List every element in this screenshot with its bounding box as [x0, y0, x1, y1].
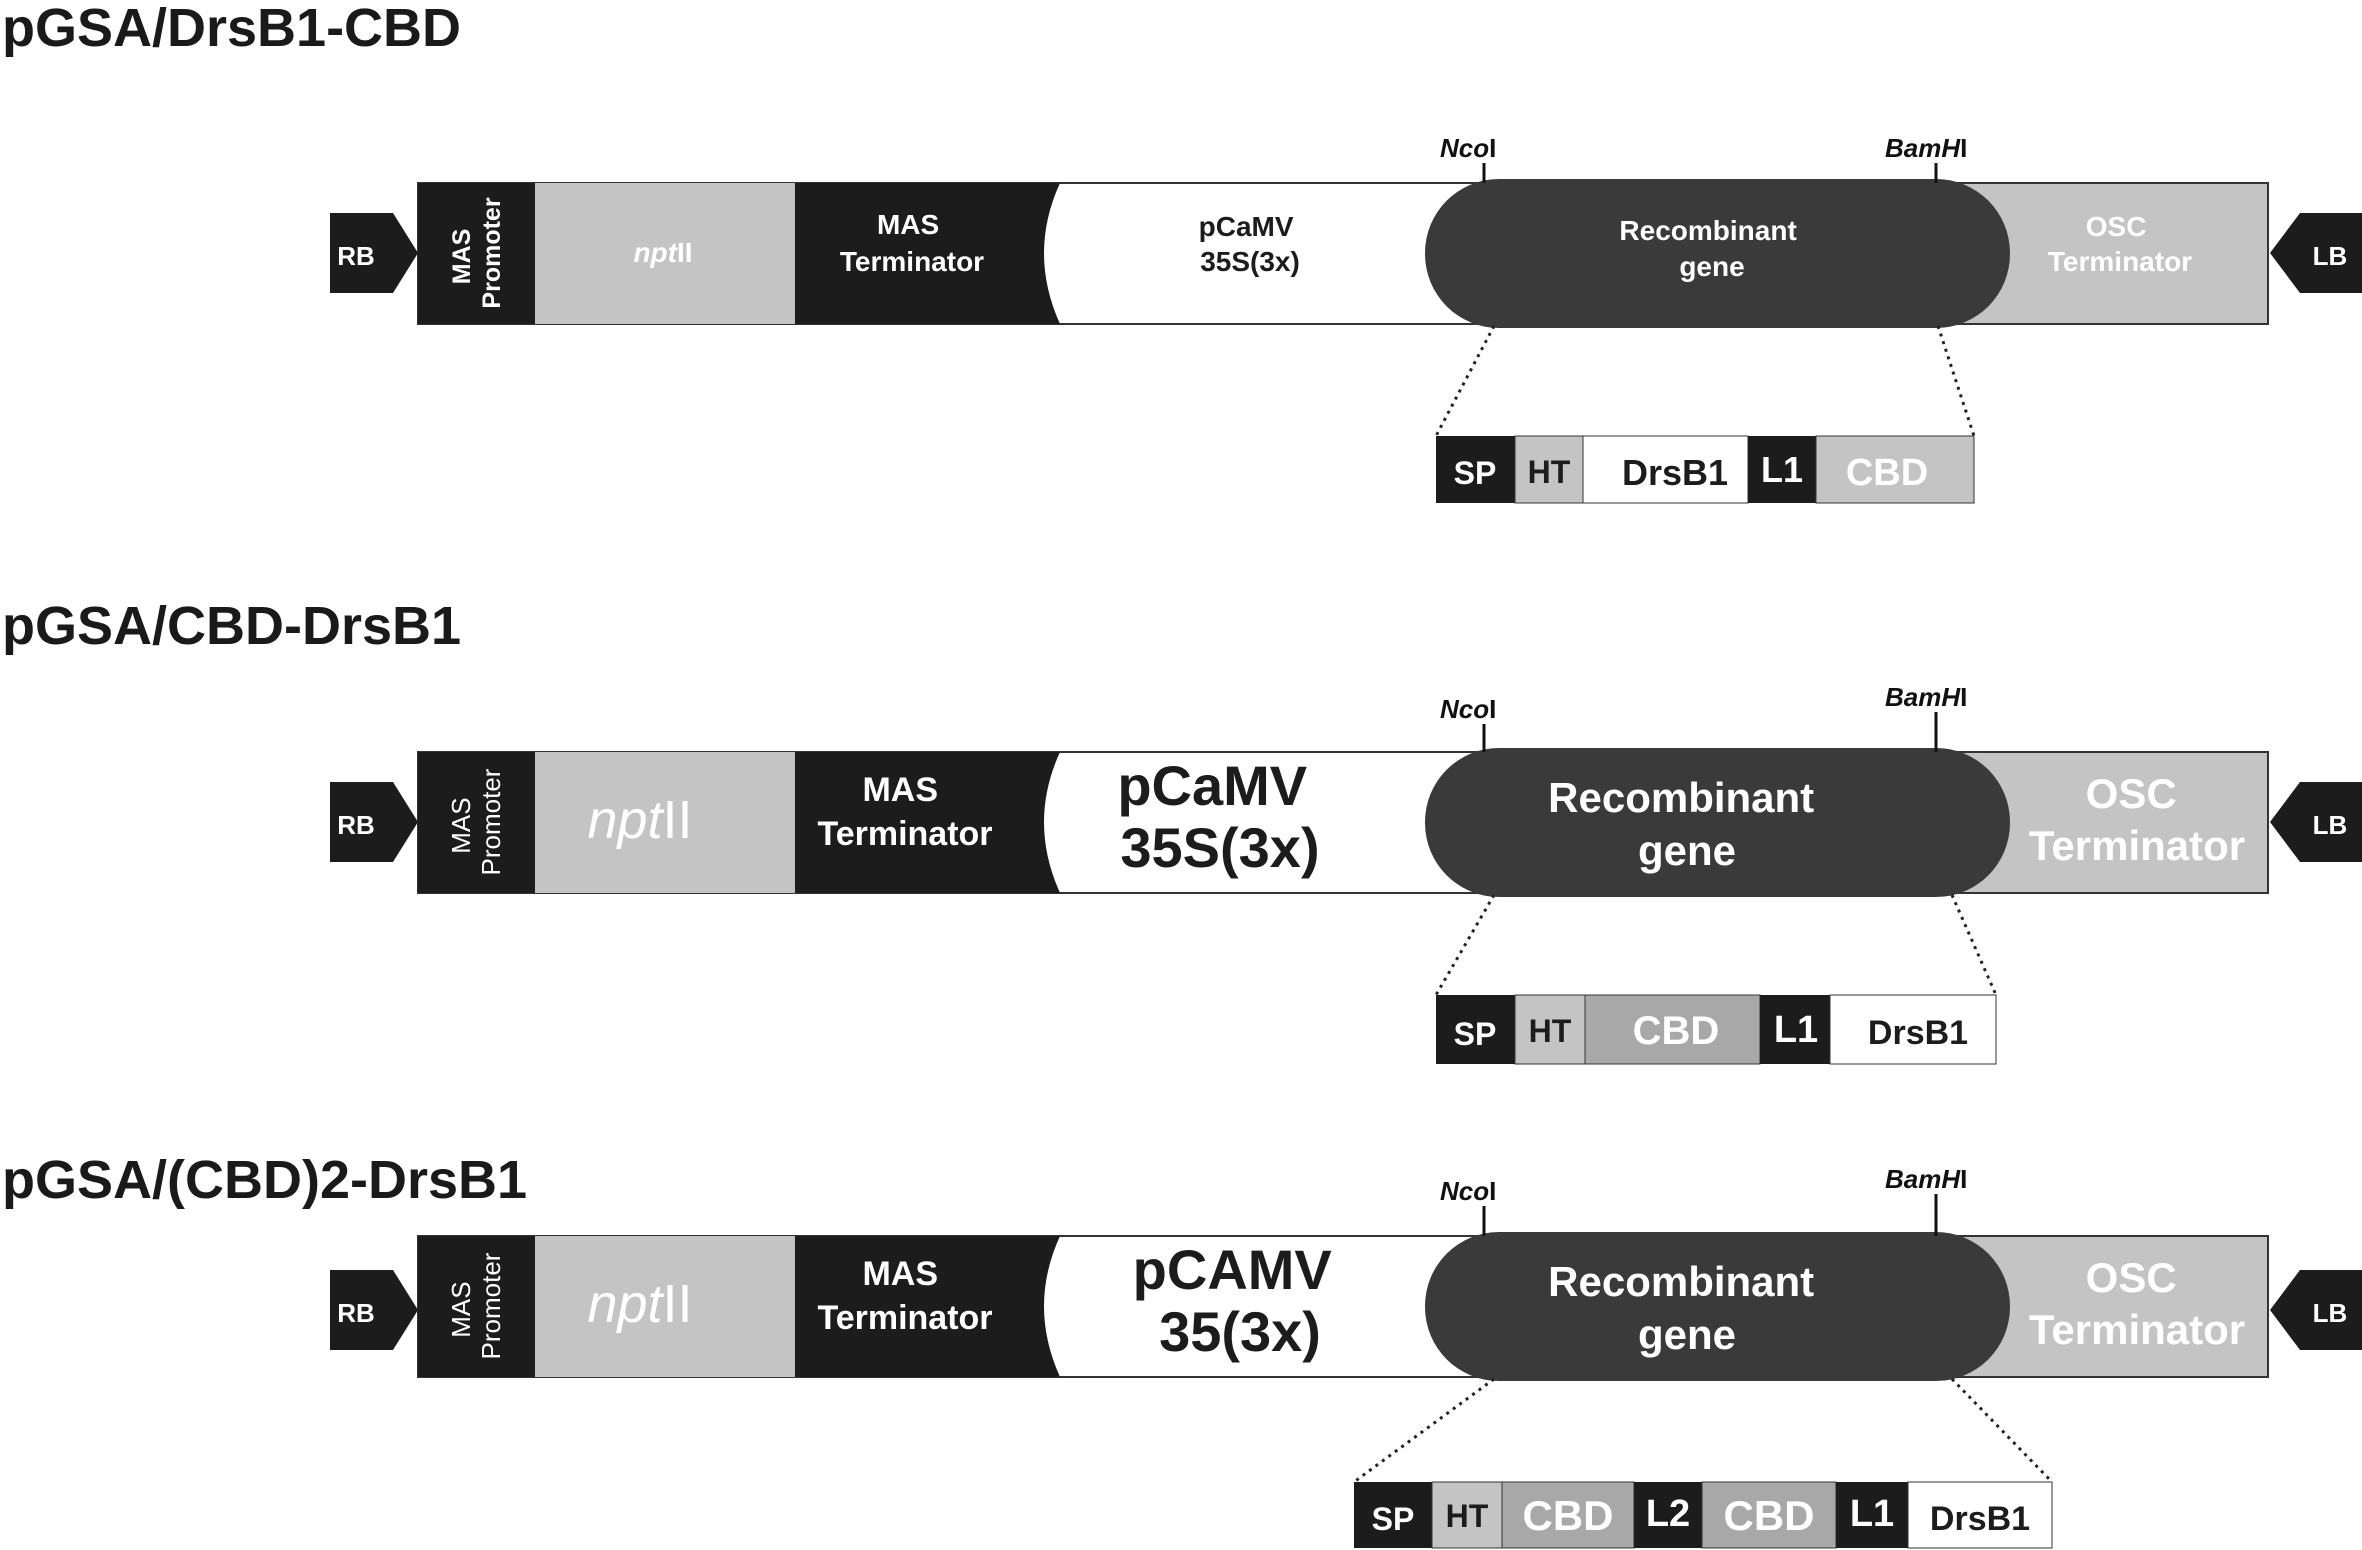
- lb-label: LB: [2313, 241, 2348, 271]
- mas-promoter-block: [418, 1236, 535, 1377]
- insert-segment-ht: [1431, 1481, 1503, 1549]
- construct-title: pGSA/DrsB1-CBD: [2, 0, 461, 58]
- osc-terminator-label: OSC Terminator: [2029, 770, 2245, 869]
- insert-label: CBD: [1846, 452, 1928, 494]
- recombinant-gene-label: Recombinant gene: [1548, 1258, 1826, 1358]
- zoom-line-right: [1936, 325, 1976, 437]
- zoom-line-left: [1353, 1377, 1495, 1484]
- insert-map: SP HT CBD L1 DrsB1: [1436, 994, 1997, 1065]
- lb-border-arrow: [2270, 1270, 2362, 1350]
- ncoi-site-label: NcoI: [1440, 133, 1496, 163]
- insert-label: CBD: [1633, 1009, 1720, 1053]
- insert-label: HT: [1528, 454, 1571, 490]
- zoom-line-right: [1950, 1377, 2054, 1484]
- camv-promoter-label: pCaMV 35S(3x): [1199, 211, 1302, 277]
- lb-label: LB: [2313, 1298, 2348, 1328]
- mas-promoter-label: MAS Promoter: [446, 768, 506, 875]
- nptii-block: [535, 183, 795, 324]
- insert-segment-drsb1: [1907, 1481, 2053, 1549]
- nptii-block: [535, 1236, 795, 1377]
- mas-terminator-block: [795, 752, 1060, 893]
- insert-label: HT: [1446, 1498, 1489, 1534]
- insert-label: SP: [1454, 1016, 1497, 1052]
- construct-title: pGSA/(CBD)2-DrsB1: [2, 1150, 527, 1210]
- construct-drsb1-cbd: pGSA/DrsB1-CBD RB MAS Promoter nptII MAS…: [2, 0, 2362, 504]
- recombinant-gene-block: [1425, 179, 2010, 328]
- mas-promoter-block: [418, 752, 535, 893]
- osc-terminator-label: OSC Terminator: [2048, 211, 2192, 277]
- mas-terminator-label: MAS Terminator: [840, 209, 984, 277]
- insert-segment-l1: [1760, 995, 1830, 1064]
- lb-label: LB: [2313, 810, 2348, 840]
- insert-segment-sp: [1436, 995, 1515, 1064]
- construct-cbd2-drsb1: pGSA/(CBD)2-DrsB1 RB MAS Promoter nptII …: [2, 1150, 2362, 1549]
- mas-terminator-label: MAS Terminator: [817, 771, 992, 853]
- insert-segment-ht: [1514, 994, 1586, 1065]
- mas-promoter-block: [418, 183, 535, 324]
- construct-cbd-drsb1: pGSA/CBD-DrsB1 RB MAS Promoter nptII MAS…: [2, 596, 2362, 1065]
- insert-label: SP: [1372, 1501, 1415, 1537]
- bamhi-site-label: BamHI: [1885, 133, 1967, 163]
- nptii-label: nptII: [587, 790, 692, 850]
- construct-title: pGSA/CBD-DrsB1: [2, 596, 461, 656]
- insert-segment-cbd: [1584, 994, 1761, 1065]
- rb-border-arrow: [330, 782, 418, 862]
- camv-promoter-label: pCAMV 35(3x): [1133, 1238, 1348, 1363]
- insert-label: CBD: [1523, 1492, 1614, 1539]
- insert-segment-cbd: [1501, 1481, 1635, 1549]
- insert-segment-ht: [1514, 435, 1584, 504]
- camv-promoter-label: pCaMV 35S(3x): [1117, 754, 1322, 879]
- insert-segment-l2: [1634, 1482, 1702, 1548]
- mas-promoter-label: MAS Promoter: [446, 1252, 506, 1359]
- insert-segment-sp: [1354, 1482, 1432, 1548]
- zoom-line-left: [1434, 894, 1496, 996]
- lb-border-arrow: [2270, 213, 2362, 293]
- insert-segment-drsb1: [1829, 994, 1997, 1065]
- insert-segment-cbd: [1701, 1481, 1837, 1549]
- insert-label: DrsB1: [1622, 452, 1728, 493]
- recombinant-gene-label: Recombinant gene: [1619, 215, 1804, 282]
- rb-label: RB: [337, 1298, 375, 1328]
- recombinant-gene-block: [1425, 1232, 2010, 1381]
- insert-label: L1: [1850, 1493, 1894, 1535]
- rb-label: RB: [337, 241, 375, 271]
- mas-terminator-block: [795, 183, 1060, 324]
- osc-terminator-label: OSC Terminator: [2029, 1254, 2245, 1353]
- mas-terminator-block: [795, 1236, 1060, 1377]
- lb-border-arrow: [2270, 782, 2362, 862]
- nptii-block: [535, 752, 795, 893]
- insert-label: DrsB1: [1868, 1014, 1968, 1052]
- bamhi-site-label: BamHI: [1885, 1164, 1967, 1194]
- insert-label: L2: [1646, 1493, 1690, 1535]
- insert-label: SP: [1454, 455, 1497, 491]
- insert-label: HT: [1529, 1013, 1572, 1049]
- insert-segment-drsb1: [1582, 435, 1749, 504]
- insert-label: DrsB1: [1930, 1500, 2030, 1538]
- zoom-line-right: [1950, 894, 1998, 996]
- recombinant-gene-block: [1425, 748, 2010, 897]
- rb-label: RB: [337, 810, 375, 840]
- insert-map: SP HT CBD L2 CBD L1 DrsB1: [1354, 1481, 2053, 1549]
- insert-segment-l1: [1748, 436, 1816, 503]
- insert-segment-sp: [1436, 436, 1515, 503]
- nptii-label: nptII: [633, 237, 692, 268]
- rb-border-arrow: [330, 1270, 418, 1350]
- insert-label: CBD: [1724, 1492, 1815, 1539]
- insert-segment-cbd: [1815, 435, 1975, 504]
- rb-border-arrow: [330, 213, 418, 293]
- insert-label: L1: [1761, 449, 1803, 490]
- ncoi-site-label: NcoI: [1440, 694, 1496, 724]
- recombinant-gene-label: Recombinant gene: [1548, 774, 1826, 874]
- zoom-line-left: [1434, 325, 1496, 437]
- insert-segment-l1: [1836, 1482, 1908, 1548]
- mas-promoter-label: MAS Promoter: [448, 197, 506, 308]
- nptii-label: nptII: [587, 1274, 692, 1334]
- insert-label: L1: [1774, 1009, 1818, 1051]
- ncoi-site-label: NcoI: [1440, 1176, 1496, 1206]
- bamhi-site-label: BamHI: [1885, 682, 1967, 712]
- mas-terminator-label: MAS Terminator: [817, 1255, 992, 1337]
- insert-map: SP HT DrsB1 L1 CBD: [1436, 435, 1975, 504]
